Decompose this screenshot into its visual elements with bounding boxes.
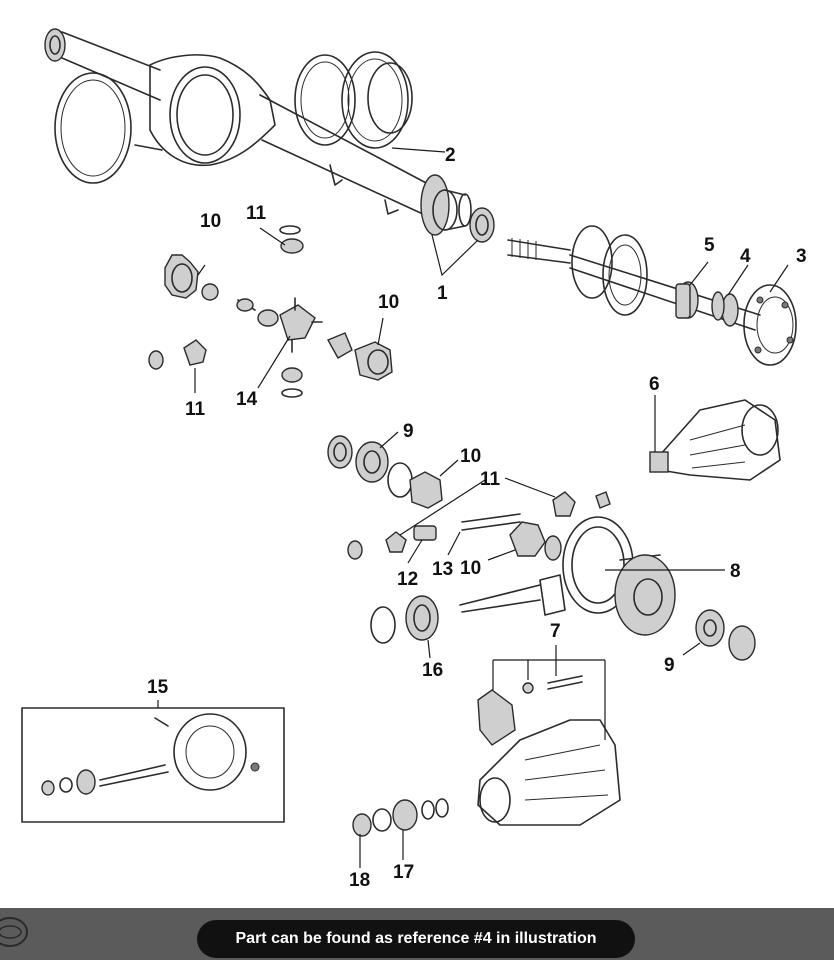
exploded-parts-diagram: 2 1 3 4 5 6 7 8 9 9 10 10 10 10 11 11 11… <box>21 28 807 891</box>
callout-3: 3 <box>796 246 807 267</box>
oil-seal-part-1 <box>469 207 495 243</box>
bearing-part-9 <box>695 609 756 661</box>
callout-1: 1 <box>437 283 448 304</box>
differential-gears-middle <box>327 435 611 561</box>
callout-2: 2 <box>445 145 456 166</box>
pinion-bearings-part-17-18 <box>352 798 449 837</box>
callout-4: 4 <box>740 246 751 267</box>
reference-caption-text: Part can be found as reference #4 in ill… <box>235 930 597 947</box>
callout-14: 14 <box>236 389 258 410</box>
axle-shaft-assembly <box>507 225 797 366</box>
callout-7: 7 <box>550 621 561 642</box>
callout-8: 8 <box>730 561 741 582</box>
brand-logo-icon <box>0 917 28 947</box>
differential-carrier-part-6 <box>649 399 781 481</box>
callout-16: 16 <box>422 660 443 681</box>
callout-9-upper: 9 <box>403 421 414 442</box>
callout-9-lower: 9 <box>664 655 675 676</box>
callout-labels: 2 1 3 4 5 6 7 8 9 9 10 10 10 10 11 11 11… <box>147 145 807 891</box>
callout-5: 5 <box>704 235 715 256</box>
callout-10-top-left: 10 <box>200 211 221 232</box>
callout-10-top-right: 10 <box>378 292 399 313</box>
callout-10-middle: 10 <box>460 446 481 467</box>
axle-housing <box>44 28 472 236</box>
ring-gear-case-part-8 <box>459 516 676 636</box>
leader-lines <box>157 147 789 868</box>
callout-18: 18 <box>349 870 370 891</box>
carrier-housing-part-7 <box>477 675 621 826</box>
pinion-assembly-part-15 <box>21 707 285 823</box>
callout-12: 12 <box>397 569 418 590</box>
callout-15: 15 <box>147 677 169 698</box>
callout-13: 13 <box>432 559 453 580</box>
callout-11-middle: 11 <box>480 469 501 490</box>
reference-caption-button[interactable]: Part can be found as reference #4 in ill… <box>197 920 635 958</box>
callout-11-top: 11 <box>246 203 267 224</box>
callout-10-lower: 10 <box>460 558 481 579</box>
callout-6: 6 <box>649 374 660 395</box>
callout-11-left: 11 <box>185 399 206 420</box>
seal-part-16 <box>370 595 439 644</box>
differential-gears-upper <box>148 225 393 398</box>
callout-17: 17 <box>393 862 414 883</box>
